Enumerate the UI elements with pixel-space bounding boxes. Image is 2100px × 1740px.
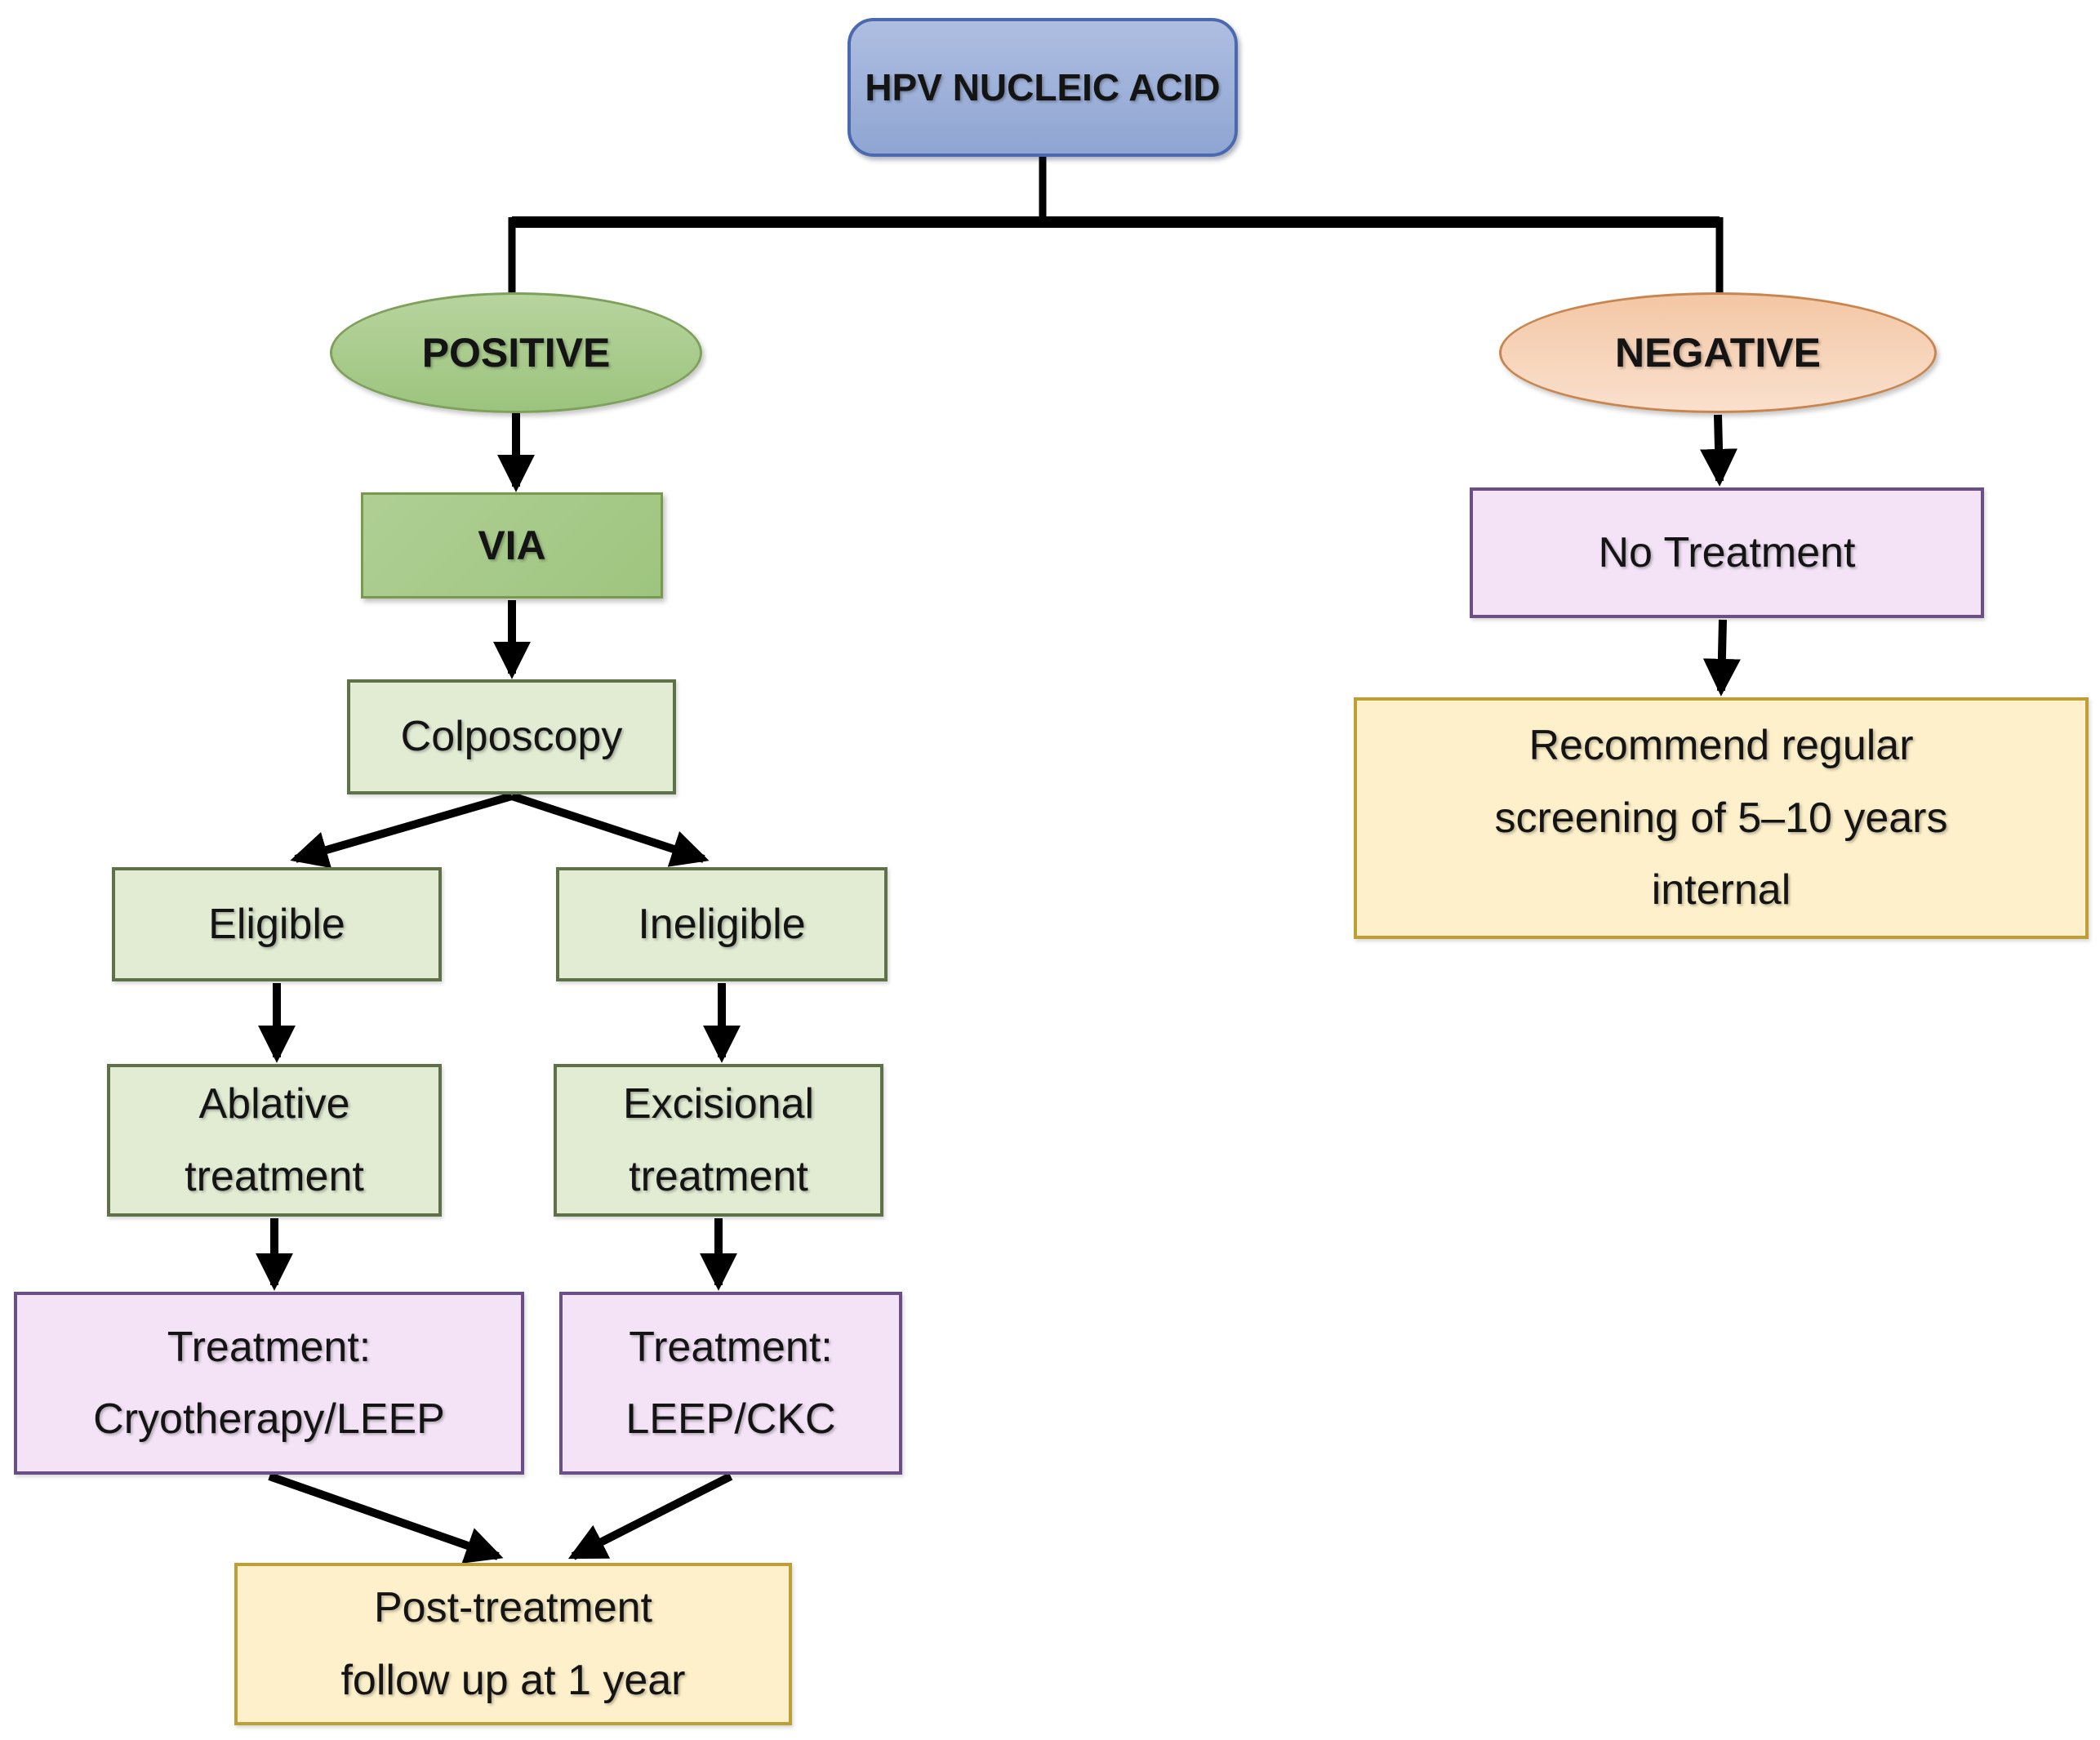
node-post-treatment-followup: Post-treatment follow up at 1 year — [234, 1563, 792, 1725]
node-label: Excisional treatment — [622, 1080, 815, 1200]
node-positive: POSITIVE — [330, 292, 702, 413]
node-no-treatment: No Treatment — [1470, 487, 1984, 618]
node-ineligible: Ineligible — [556, 867, 888, 981]
node-colposcopy: Colposcopy — [347, 679, 676, 794]
node-recommend-screening: Recommend regular screening of 5–10 year… — [1354, 697, 2089, 939]
node-treatment-leep-ckc: Treatment: LEEP/CKC — [559, 1292, 902, 1475]
edge-negative-notreatment — [1700, 414, 1738, 487]
node-eligible: Eligible — [112, 867, 442, 981]
node-treatment-cryotherapy-leep: Treatment: Cryotherapy/LEEP — [14, 1292, 524, 1475]
node-label: Eligible — [208, 900, 345, 948]
node-excisional-treatment: Excisional treatment — [554, 1064, 883, 1217]
node-label: NEGATIVE — [1615, 329, 1821, 376]
node-label: No Treatment — [1598, 528, 1856, 576]
node-label: POSITIVE — [421, 329, 611, 376]
node-hpv-nucleic-acid: HPV NUCLEIC ACID — [848, 18, 1238, 157]
node-label: VIA — [478, 522, 546, 568]
edge-cryo-posttreatment — [268, 1472, 504, 1564]
edge-colposcopy-ineligible — [510, 792, 710, 867]
node-label: Treatment: Cryotherapy/LEEP — [93, 1323, 445, 1443]
node-via: VIA — [361, 492, 663, 599]
node-label: Treatment: LEEP/CKC — [625, 1323, 836, 1443]
node-label: Recommend regular screening of 5–10 year… — [1494, 722, 1948, 915]
node-label: Colposcopy — [400, 713, 623, 761]
edge-notreatment-recommend — [1702, 619, 1741, 696]
node-label: Ablative treatment — [185, 1080, 364, 1200]
node-ablative-treatment: Ablative treatment — [107, 1064, 442, 1217]
node-label: HPV NUCLEIC ACID — [865, 65, 1221, 109]
edge-leepckc-posttreatment — [567, 1472, 733, 1560]
node-label: Ineligible — [638, 900, 806, 948]
node-negative: NEGATIVE — [1499, 292, 1937, 413]
node-label: Post-treatment follow up at 1 year — [340, 1584, 686, 1704]
edge-colposcopy-eligible — [290, 792, 514, 869]
